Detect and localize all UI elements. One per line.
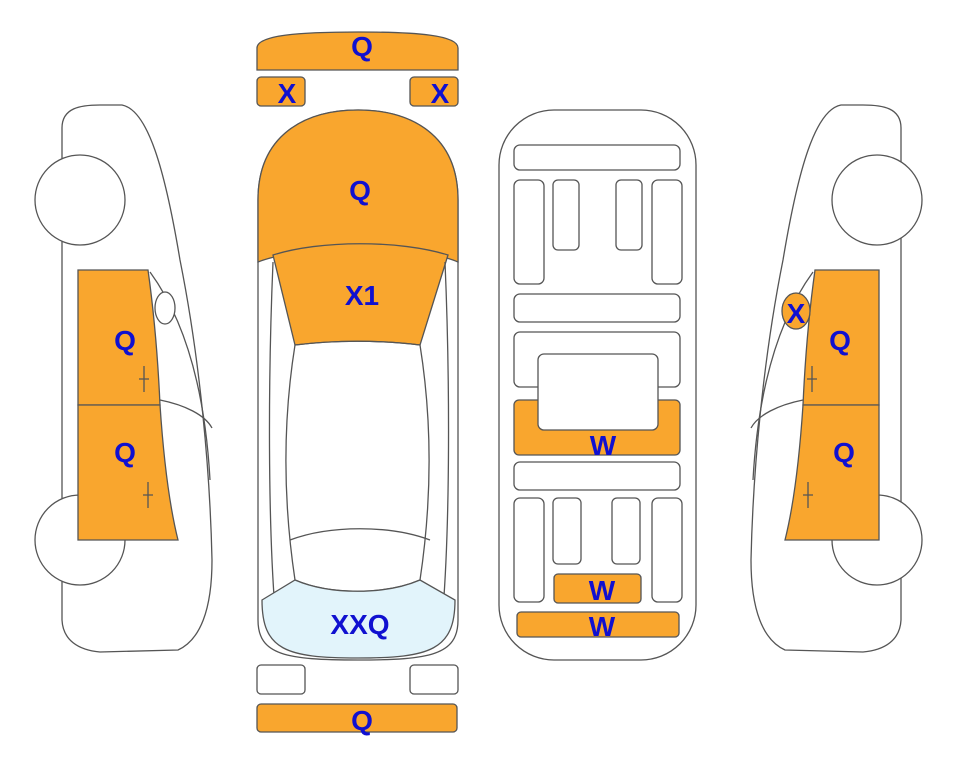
top-view-left-pillar — [268, 261, 276, 611]
left-side-sill-line — [159, 399, 213, 429]
rear-bumper-label: Q — [351, 705, 373, 736]
right-rear-door-handle-icon — [803, 482, 813, 508]
left-side-window-line — [149, 271, 211, 481]
left-side-view: Q Q — [34, 104, 213, 653]
right-side-sill-line — [750, 399, 804, 429]
left-front-door-handle-icon — [139, 366, 149, 392]
front-bumper-panel — [256, 31, 459, 71]
right-side-window-line — [752, 271, 814, 481]
underbody-front-right-pocket — [615, 179, 643, 251]
right-front-wheel — [831, 154, 923, 246]
hood-label: Q — [349, 175, 371, 206]
floor-center-label: W — [590, 430, 617, 461]
floor-rear-lower-label: W — [589, 611, 616, 642]
underbody-rear-left-rail — [513, 497, 545, 603]
floor-rear-upper-label: W — [589, 575, 616, 606]
floor-rear-upper-panel — [553, 573, 642, 604]
floor-rear-lower-panel — [516, 611, 680, 638]
left-mirror-label: X — [278, 78, 297, 109]
underbody-front-left-rail — [513, 179, 545, 285]
left-rear-door-panel — [77, 404, 179, 541]
right-side-view: X Q Q — [750, 104, 923, 653]
left-rear-door-label: Q — [114, 437, 136, 468]
right-front-door-handle-icon — [807, 366, 817, 392]
right-front-door-label: Q — [829, 325, 851, 356]
underbody-rear-right-rail — [651, 497, 683, 603]
top-view-right-pillar — [442, 261, 450, 611]
windshield-label: X1 — [345, 280, 379, 311]
underbody-view: W W W — [498, 109, 697, 661]
top-view-rear-deck — [289, 528, 431, 541]
rear-bumper-panel — [256, 703, 458, 733]
underbody-front-left-pocket — [552, 179, 580, 251]
underbody-rear-crossmember — [513, 461, 681, 491]
top-view: Q X X Q X1 XXQ Q — [256, 31, 459, 736]
rear-right-light-panel — [409, 664, 459, 695]
underbody-rear-right-pocket — [611, 497, 641, 565]
underbody-rear-left-pocket — [552, 497, 582, 565]
underbody-mid-crossmember — [513, 293, 681, 323]
left-front-wheel — [34, 154, 126, 246]
underbody-front-right-rail — [651, 179, 683, 285]
underbody-front-crossmember — [513, 144, 681, 171]
left-front-door-label: Q — [114, 325, 136, 356]
front-bumper-label: Q — [351, 31, 373, 62]
left-mirror-shape — [154, 291, 176, 325]
right-mirror-label: X — [431, 78, 450, 109]
rear-window-label: XXQ — [330, 609, 389, 640]
right-quarter-glass-panel — [781, 292, 811, 330]
right-mirror-panel — [409, 76, 459, 107]
left-rear-door-handle-icon — [143, 482, 153, 508]
underbody-center-plate — [537, 353, 659, 431]
right-rear-door-label: Q — [833, 437, 855, 468]
right-quarter-glass-label: X — [787, 298, 806, 329]
rear-left-light-panel — [256, 664, 306, 695]
rear-window-panel — [261, 579, 456, 659]
left-mirror-panel — [256, 76, 306, 107]
